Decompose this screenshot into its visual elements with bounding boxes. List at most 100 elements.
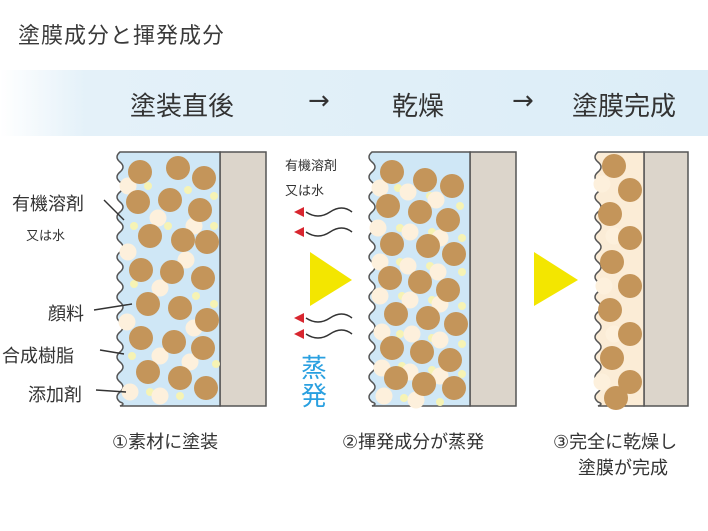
panel-film-complete	[593, 151, 689, 410]
pigment-particle	[600, 346, 624, 370]
pigment-particle	[380, 160, 404, 184]
additive-dot	[458, 302, 466, 310]
pigment-particle	[410, 340, 434, 364]
evaporation-arrowhead	[294, 227, 304, 237]
resin-particle	[371, 253, 389, 271]
additive-dot	[130, 280, 138, 288]
substrate	[469, 151, 517, 407]
transition-arrow-2	[534, 252, 578, 306]
label-organic-solvent: 有機溶剤	[12, 194, 84, 215]
pigment-particle	[168, 296, 192, 320]
pigment-particle	[168, 366, 192, 390]
stage-banner	[0, 70, 708, 136]
resin-particle	[371, 179, 389, 197]
pigment-particle	[136, 360, 160, 384]
pigment-particle	[618, 370, 642, 394]
pigment-particle	[413, 168, 437, 192]
resin-particle	[181, 353, 199, 371]
additive-dot	[212, 360, 220, 368]
pigment-particle	[158, 188, 182, 212]
stage-label-after-coating: 塗装直後	[130, 92, 235, 122]
pigment-particle	[412, 372, 436, 396]
resin-particle	[431, 331, 449, 349]
label-or-water: 又は水	[26, 224, 65, 245]
additive-dot	[130, 222, 138, 230]
pigment-particle	[618, 178, 642, 202]
resin-particle	[401, 291, 419, 309]
label-or-text: 又は水	[26, 229, 66, 244]
additive-dot	[400, 394, 408, 402]
pigment-particle	[138, 224, 162, 248]
pigment-particle	[380, 232, 404, 256]
panel-drying	[368, 151, 517, 409]
resin-particle	[149, 209, 167, 227]
pigment-particle	[129, 326, 153, 350]
additive-dot	[192, 292, 200, 300]
evaporate-label: 蒸発	[300, 354, 327, 412]
substrate	[219, 151, 267, 407]
additive-dot	[164, 222, 172, 230]
additive-dot	[144, 182, 152, 190]
additive-dot	[210, 300, 218, 308]
page-title: 塗膜成分と揮発成分	[18, 24, 226, 49]
resin-particle	[121, 383, 139, 401]
pigment-particle	[171, 228, 195, 252]
transition-arrow-1	[310, 252, 352, 306]
stage-arrow-1: →	[308, 86, 330, 116]
pigment-particle	[194, 376, 218, 400]
panel-after-coating	[116, 151, 267, 407]
additive-dot	[210, 192, 218, 200]
pigment-particle	[408, 200, 432, 224]
evaporating-or-water-label: 又は水	[285, 184, 325, 199]
leader-line	[93, 303, 133, 311]
additive-dot	[210, 222, 218, 230]
caption-volatiles-evaporate: ②揮発成分が蒸発	[342, 432, 485, 453]
resin-particle	[431, 367, 449, 385]
pigment-particle	[600, 250, 624, 274]
label-additive: 添加剤	[28, 385, 82, 406]
pigment-particle	[602, 154, 626, 178]
pigment-particle	[438, 348, 462, 372]
pigment-particle	[378, 266, 402, 290]
caption-film-complete: 塗膜が完成	[578, 458, 668, 479]
evaporation-wave	[305, 329, 353, 339]
evaporating-solvent-label: 有機溶剤	[285, 159, 338, 174]
additive-dot	[456, 202, 464, 210]
pigment-particle	[604, 386, 628, 410]
resin-particle	[593, 373, 611, 391]
pigment-particle	[188, 198, 212, 222]
additive-dot	[176, 392, 184, 400]
pigment-particle	[384, 366, 408, 390]
pigment-particle	[442, 242, 466, 266]
pigment-particle	[160, 260, 184, 284]
resin-particle	[151, 347, 169, 365]
resin-particle	[605, 325, 623, 343]
pigment-particle	[166, 156, 190, 180]
pigment-particle	[416, 306, 440, 330]
additive-dot	[436, 398, 444, 406]
pigment-particle	[618, 274, 642, 298]
resin-particle	[373, 323, 391, 341]
pigment-particle	[416, 234, 440, 258]
resin-particle	[429, 263, 447, 281]
resin-particle	[151, 387, 169, 405]
evaporation-arrowhead	[294, 329, 304, 339]
additive-dot	[128, 352, 136, 360]
resin-particle	[403, 325, 421, 343]
pigment-particle	[408, 270, 432, 294]
pigment-particle	[126, 190, 150, 214]
resin-particle	[177, 251, 195, 269]
additive-dot	[396, 330, 404, 338]
pigment-particle	[442, 376, 466, 400]
caption-apply-to-substrate: ①素材に塗装	[112, 432, 219, 453]
resin-particle	[427, 191, 445, 209]
additive-dot	[458, 340, 466, 348]
evaporation-arrowhead	[294, 313, 304, 323]
pigment-particle	[598, 202, 622, 226]
resin-particle	[401, 223, 419, 241]
resin-particle	[593, 175, 611, 193]
pigment-particle	[191, 266, 215, 290]
resin-particle	[369, 219, 387, 237]
stage-arrow-2: →	[512, 86, 534, 116]
